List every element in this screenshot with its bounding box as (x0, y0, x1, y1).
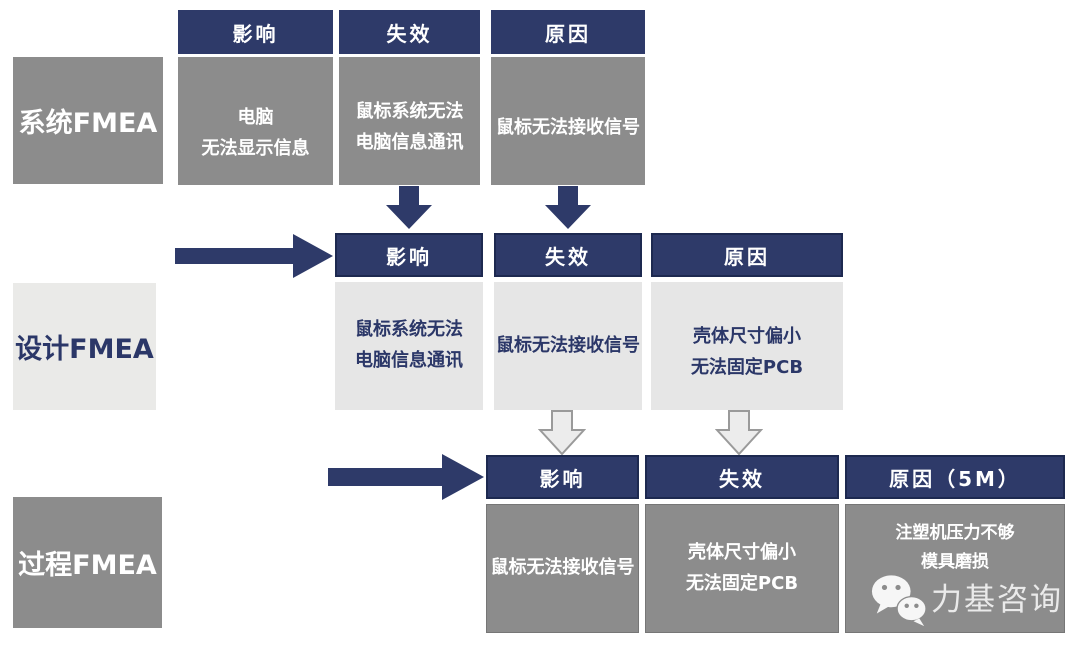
down-arrow-icon (386, 186, 432, 229)
row2-header-cause: 原因 (651, 233, 843, 277)
row1-header-cause: 原因 (491, 10, 645, 54)
row2-cell-cause: 壳体尺寸偏小 无法固定PCB (651, 282, 843, 410)
row2-header-impact: 影响 (335, 233, 483, 277)
right-arrow-icon (328, 454, 484, 500)
right-arrow-icon (175, 234, 333, 278)
down-arrow-icon (545, 186, 591, 229)
row1-cell-impact: 电脑 无法显示信息 (178, 57, 333, 185)
row2-cell-failure: 鼠标无法接收信号 (494, 282, 642, 410)
row3-cell-failure: 壳体尺寸偏小 无法固定PCB (645, 504, 839, 633)
row3-header-cause-5m: 原因（5M） (845, 455, 1065, 499)
row1-cell-failure: 鼠标系统无法 电脑信息通讯 (339, 57, 480, 185)
row3-header-impact: 影响 (486, 455, 639, 499)
row3-cell-impact: 鼠标无法接收信号 (486, 504, 639, 633)
down-arrow-outline-icon (715, 410, 763, 456)
row1-header-failure: 失效 (339, 10, 480, 54)
row3-cell-cause: 注塑机压力不够 模具磨损 (845, 504, 1065, 633)
row1-cell-cause: 鼠标无法接收信号 (491, 57, 645, 185)
process-fmea-label: 过程FMEA (13, 497, 162, 628)
wechat-icon (871, 575, 927, 627)
watermark: 力基咨询 (870, 572, 1063, 628)
down-arrow-outline-icon (538, 410, 586, 456)
design-fmea-label: 设计FMEA (13, 283, 156, 410)
row2-header-failure: 失效 (494, 233, 642, 277)
row1-header-impact: 影响 (178, 10, 333, 54)
system-fmea-label: 系统FMEA (13, 57, 163, 184)
row3-header-failure: 失效 (645, 455, 839, 499)
row2-cell-impact: 鼠标系统无法 电脑信息通讯 (335, 282, 483, 410)
watermark-text: 力基咨询 (931, 581, 1063, 618)
